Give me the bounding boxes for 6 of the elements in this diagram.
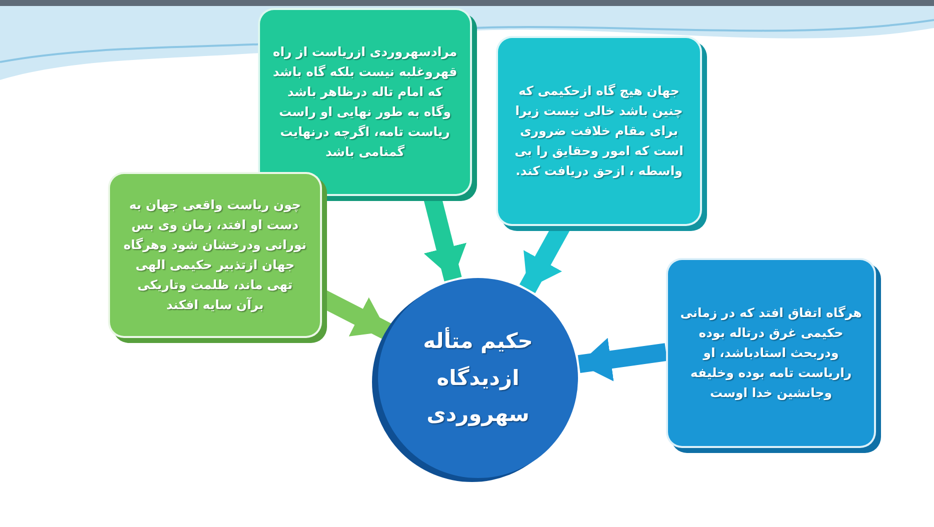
callout-text: مرادسهروردی ازریاست از راه قهروغلبه نیست بلکه گاه باشد که امام تاله درظاهر باشد وگاه به طور نهایی او راست ریاست تامه، اگرچه درنهایت گمنامی باشد [272,43,458,161]
callout-text: چون ریاست واقعی جهان به دست او افتد، زمان وی بس نورانی ودرخشان شود وهرگاه جهان ازتذبیر حکیمی الهی تهی ماند، ظلمت وتاریکی برآن سایه افکند [122,196,308,314]
block-arrow [578,338,668,382]
callout-text: جهان هیچ گاه ازحکیمی که چنین باشد خالی نیست زیرا برای مقام خلافت ضروری است که امور وحقایق را بی واسطه ، ازحق دریافت کند. [514,82,684,180]
callout-text: هرگاه اتفاق افتد که در زمانی حکیمی غرق درتاله بوده ودربحث استادباشد، او راریاست تامه بوده وخلیفه وجانشین خدا اوست [680,304,862,402]
topic-title: حکیم متأله ازدیدگاه سهروردی [422,326,534,428]
